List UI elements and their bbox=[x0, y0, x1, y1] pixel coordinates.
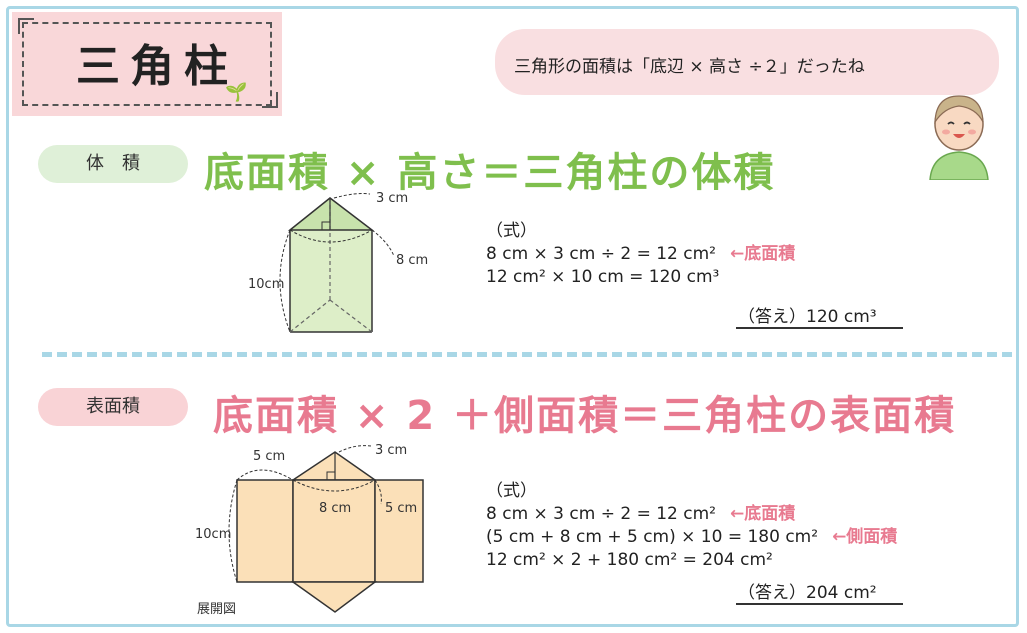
title-box bbox=[12, 12, 282, 116]
label-8cm: 8 cm bbox=[396, 253, 428, 268]
label-5cm-right: 5 cm bbox=[385, 501, 417, 516]
label-3cm: 3 cm bbox=[376, 191, 408, 206]
volume-answer: （答え）120 cm³ bbox=[736, 302, 903, 329]
label-5cm-top: 5 cm bbox=[253, 449, 285, 464]
base-area-note: ←底面積 bbox=[729, 244, 796, 264]
surface-formula: 底面積 × 2 ＋側面積＝三角柱の表面積 bbox=[213, 393, 957, 439]
volume-pill-label: 体 積 bbox=[86, 153, 140, 174]
corner-mark bbox=[262, 92, 278, 108]
side-area-note: ←側面積 bbox=[832, 527, 898, 547]
page-title: 三角柱 bbox=[76, 41, 238, 92]
net-diagram: 5 cm 3 cm 8 cm 5 cm 10cm bbox=[195, 443, 424, 613]
surface-pill: 表面積 bbox=[38, 388, 188, 426]
label-10cm: 10cm bbox=[248, 277, 284, 292]
label-10cm: 10cm bbox=[195, 527, 231, 542]
surface-calculation: （式） 8 cm × 3 cm ÷ 2 = 12 cm² ←底面積 (5 cm +… bbox=[486, 480, 897, 572]
surface-answer: （答え）204 cm² bbox=[736, 578, 903, 605]
calc-line: 12 cm² × 10 cm = 120 cm³ bbox=[486, 267, 720, 287]
calc-header: （式） bbox=[486, 481, 537, 501]
calc-line: 8 cm × 3 cm ÷ 2 = 12 cm² bbox=[486, 504, 716, 524]
surface-pill-label: 表面積 bbox=[86, 396, 140, 417]
volume-formula: 底面積 × 高さ＝三角柱の体積 bbox=[204, 150, 776, 196]
child-illustration bbox=[929, 95, 989, 180]
sprout-icon: 🌱 bbox=[225, 82, 248, 103]
speech-bubble bbox=[495, 29, 999, 95]
speech-bubble-text: 三角形の面積は「底辺 × 高さ ÷２」だったね bbox=[514, 57, 865, 77]
section-divider bbox=[42, 352, 1012, 357]
prism-diagram: 3 cm 8 cm 10cm bbox=[248, 191, 428, 333]
calc-line: 8 cm × 3 cm ÷ 2 = 12 cm² bbox=[486, 244, 716, 264]
volume-calculation: （式） 8 cm × 3 cm ÷ 2 = 12 cm² ←底面積 12 cm² … bbox=[486, 220, 795, 289]
calc-line: (5 cm + 8 cm + 5 cm) × 10 = 180 cm² bbox=[486, 527, 819, 547]
label-8cm: 8 cm bbox=[319, 501, 351, 516]
corner-mark bbox=[18, 18, 34, 34]
calc-header: （式） bbox=[486, 221, 537, 241]
base-area-note: ←底面積 bbox=[729, 504, 796, 524]
volume-pill: 体 積 bbox=[38, 145, 188, 183]
label-3cm: 3 cm bbox=[375, 443, 407, 458]
net-caption: 展開図 bbox=[197, 602, 237, 617]
calc-line: 12 cm² × 2 + 180 cm² = 204 cm² bbox=[486, 550, 773, 570]
title-dashed-frame bbox=[22, 22, 272, 106]
page-frame bbox=[6, 6, 1019, 627]
